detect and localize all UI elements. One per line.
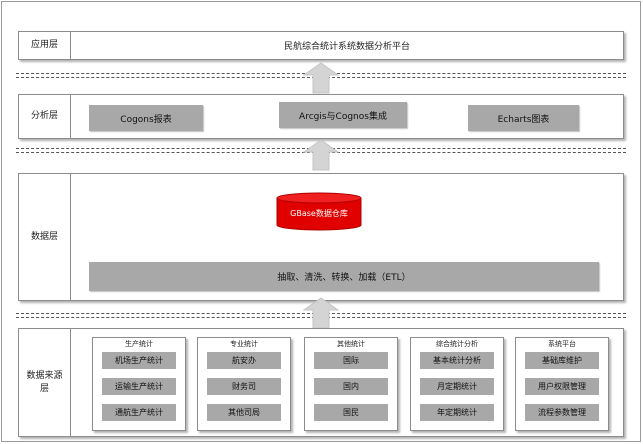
analysis-item-arcgis-cognos: Arcgis与Cognos集成	[279, 102, 407, 128]
group-item: 国际	[314, 352, 388, 369]
source-group-other: 其他统计 国际 国内 国民	[304, 337, 398, 431]
group-item: 通航生产统计	[102, 404, 176, 421]
up-arrow-icon	[303, 139, 339, 171]
group-item: 机场生产统计	[102, 352, 176, 369]
group-title: 综合统计分析	[436, 340, 478, 348]
source-group-production: 生产统计 机场生产统计 运输生产统计 通航生产统计	[92, 337, 186, 431]
application-title: 民航综合统计系统数据分析平台	[283, 42, 410, 52]
database-label: GBase数据仓库	[290, 209, 348, 218]
analysis-layer-label: 分析层	[19, 95, 71, 138]
analysis-item-cognos-report: Cogons报表	[89, 105, 203, 131]
etl-process: 抽取、清洗、转换、加载（ETL）	[89, 262, 599, 291]
group-title: 系统平台	[548, 340, 576, 348]
group-item: 基本统计分析	[420, 352, 494, 369]
application-layer: 应用层 民航综合统计系统数据分析平台	[18, 31, 624, 60]
group-item: 国内	[314, 378, 388, 395]
source-group-platform: 系统平台 基础库维护 用户权限管理 流程参数管理	[515, 337, 609, 431]
data-layer-label: 数据层	[19, 174, 71, 300]
group-title: 专业统计	[230, 340, 258, 348]
group-item: 财务司	[207, 378, 281, 395]
group-item: 国民	[314, 404, 388, 421]
up-arrow-icon	[303, 297, 339, 329]
group-item: 流程参数管理	[525, 404, 599, 421]
group-item: 用户权限管理	[525, 378, 599, 395]
group-item: 其他司局	[207, 404, 281, 421]
group-item: 运输生产统计	[102, 378, 176, 395]
source-group-professional: 专业统计 航安办 财务司 其他司局	[197, 337, 291, 431]
group-item: 基础库维护	[525, 352, 599, 369]
source-group-comprehensive: 综合统计分析 基本统计分析 月定期统计 年定期统计	[410, 337, 504, 431]
data-source-layer-label: 数据来源层	[19, 329, 71, 436]
group-item: 月定期统计	[420, 378, 494, 395]
group-title: 其他统计	[337, 340, 365, 348]
database-icon	[276, 192, 362, 231]
up-arrow-icon	[303, 62, 339, 94]
application-layer-label: 应用层	[19, 32, 71, 59]
group-item: 年定期统计	[420, 404, 494, 421]
group-title: 生产统计	[125, 340, 153, 348]
analysis-item-echarts: Echarts图表	[468, 105, 579, 131]
group-item: 航安办	[207, 352, 281, 369]
